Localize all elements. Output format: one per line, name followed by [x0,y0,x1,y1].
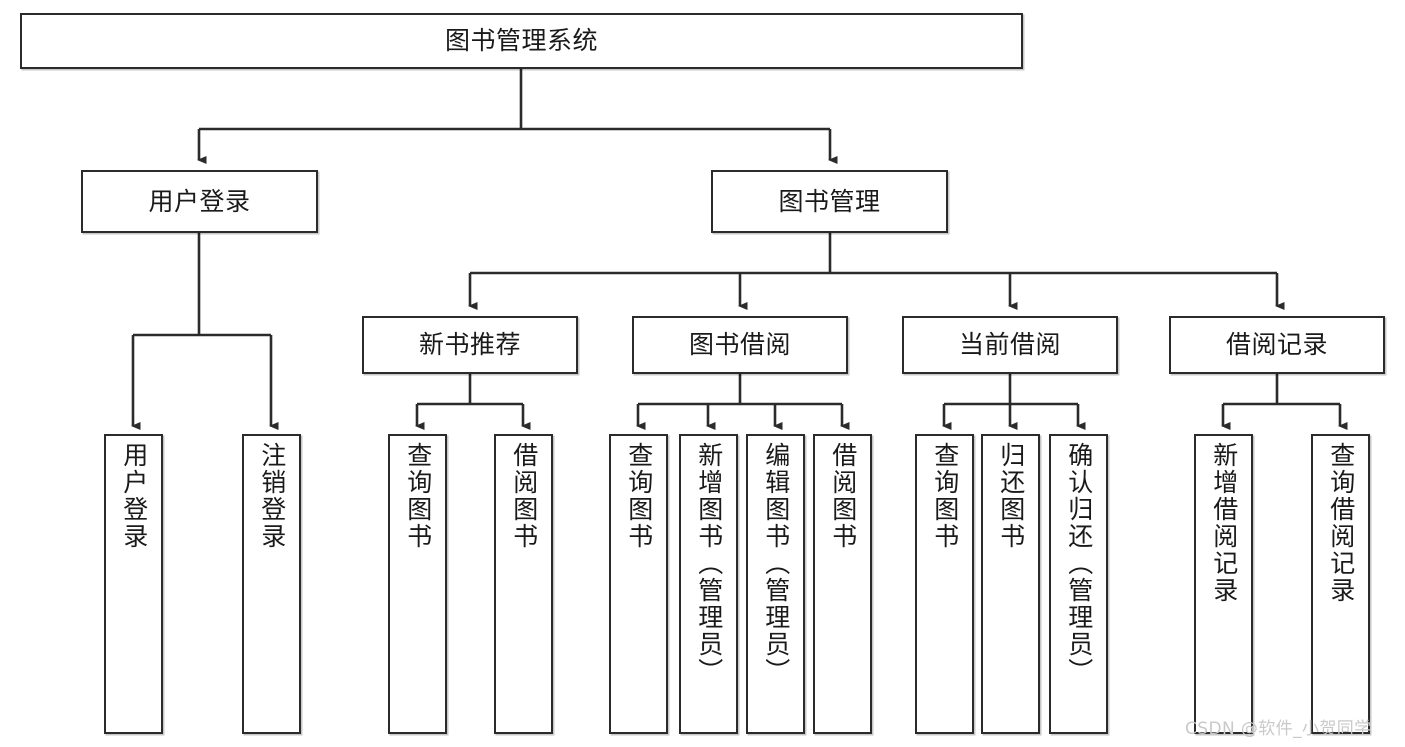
node-label: 借阅图书 [828,442,858,550]
node-label: 借阅记录 [1225,330,1328,360]
node-current-borrow[interactable]: 当前借阅 [902,316,1118,374]
node-label: 查询借阅记录 [1326,442,1356,604]
node-label: 新增图书（管理员） [694,442,724,685]
leaf-query-book-borrow[interactable]: 查询图书 [609,434,668,734]
node-label: 图书借阅 [688,330,791,360]
node-label: 新书推荐 [418,330,521,360]
node-label: 当前借阅 [958,330,1061,360]
node-label: 用户登录 [148,186,251,216]
leaf-query-book-recommend[interactable]: 查询图书 [388,434,447,734]
node-label: 查询图书 [403,442,433,550]
node-book-management[interactable]: 图书管理 [711,170,948,233]
leaf-query-book-current[interactable]: 查询图书 [915,434,974,734]
leaf-add-borrow-record[interactable]: 新增借阅记录 [1194,434,1253,734]
node-borrow-record[interactable]: 借阅记录 [1169,316,1385,374]
csdn-watermark: CSDN @软件_小贺同学 [1185,719,1372,739]
node-label: 图书管理 [778,186,881,216]
node-label: 归还图书 [996,442,1026,550]
leaf-borrow-book[interactable]: 借阅图书 [813,434,872,734]
node-label: 确认归还（管理员） [1064,442,1094,685]
leaf-edit-book-admin[interactable]: 编辑图书（管理员） [746,434,805,734]
leaf-user-logout[interactable]: 注销登录 [242,434,301,734]
node-label: 查询图书 [930,442,960,550]
node-user-login[interactable]: 用户登录 [81,170,318,233]
leaf-add-book-admin[interactable]: 新增图书（管理员） [679,434,738,734]
node-new-book-recommend[interactable]: 新书推荐 [362,316,578,374]
node-label: 注销登录 [257,442,287,550]
node-label: 用户登录 [119,442,149,550]
node-label: 编辑图书（管理员） [761,442,791,685]
leaf-query-borrow-record[interactable]: 查询借阅记录 [1311,434,1370,734]
node-label: 查询图书 [624,442,654,550]
leaf-return-book[interactable]: 归还图书 [981,434,1040,734]
node-root-book-management-system[interactable]: 图书管理系统 [20,13,1023,69]
node-book-borrow[interactable]: 图书借阅 [632,316,848,374]
leaf-borrow-book-recommend[interactable]: 借阅图书 [494,434,553,734]
node-label: 图书管理系统 [444,26,598,56]
leaf-confirm-return-admin[interactable]: 确认归还（管理员） [1049,434,1108,734]
node-label: 借阅图书 [509,442,539,550]
node-label: 新增借阅记录 [1209,442,1239,604]
leaf-user-login[interactable]: 用户登录 [104,434,163,734]
